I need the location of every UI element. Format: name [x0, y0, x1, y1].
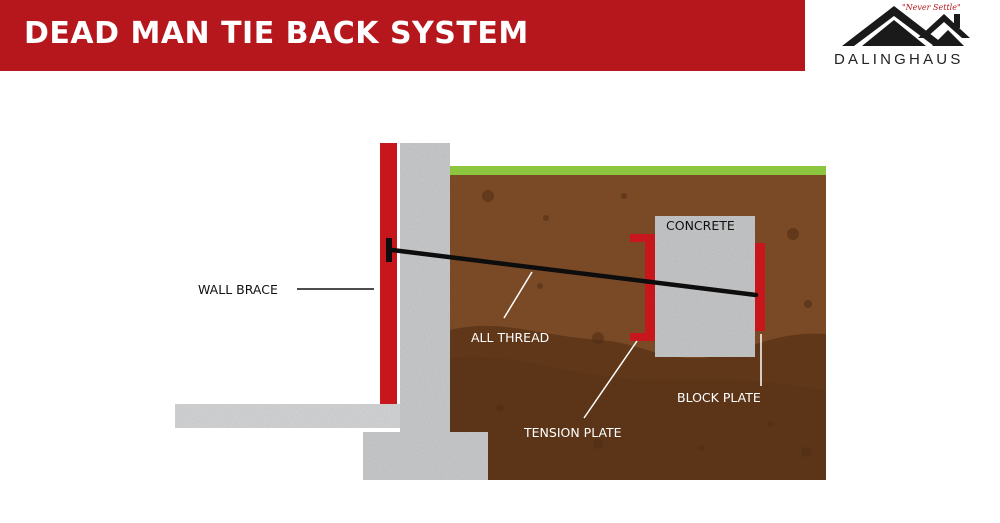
grass-line: [450, 166, 826, 175]
tension-plate-leader: [583, 340, 638, 419]
block-plate-label: BLOCK PLATE: [677, 390, 761, 405]
logo-wordmark: DALINGHAUS: [834, 51, 964, 68]
tension-plate: [630, 234, 655, 341]
soil-pebbles: [482, 190, 812, 457]
soil-dark-band: [450, 356, 826, 480]
wall-nut: [386, 238, 392, 262]
all-thread-leader: [503, 271, 533, 319]
company-logo: "Never Settle" DALINGHAUS: [822, 0, 992, 75]
all-thread-rod: [389, 247, 759, 298]
title-banner: DEAD MAN TIE BACK SYSTEM: [0, 0, 805, 71]
wall-brace-label: WALL BRACE: [198, 282, 278, 297]
house-roof-icon: [842, 6, 970, 46]
block-plate: [755, 243, 765, 331]
floor-slab: [175, 404, 400, 428]
tension-plate-label: TENSION PLATE: [523, 425, 622, 440]
concrete-label: CONCRETE: [666, 218, 735, 233]
foundation-wall: [363, 143, 488, 480]
wall-brace: [380, 143, 397, 404]
all-thread-label: ALL THREAD: [471, 330, 549, 345]
page-title: DEAD MAN TIE BACK SYSTEM: [24, 16, 529, 51]
logo-tagline: "Never Settle": [902, 3, 961, 12]
